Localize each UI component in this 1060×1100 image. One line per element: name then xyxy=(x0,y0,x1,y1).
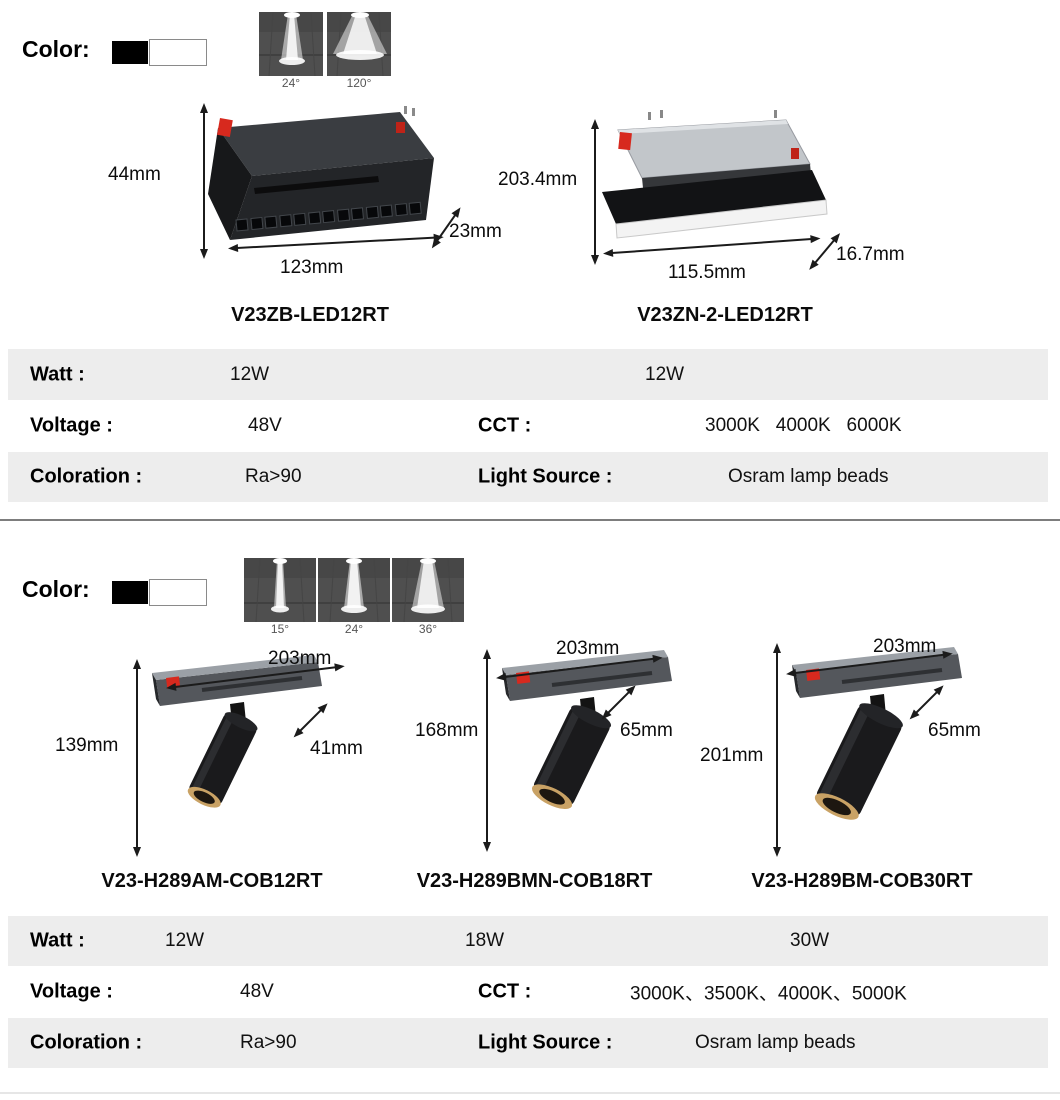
beam-angle-label: 15° xyxy=(270,622,290,636)
height-dim-label: 168mm xyxy=(415,720,479,741)
cct-label: CCT : xyxy=(478,414,532,437)
product-name: V23-H289AM-COB12RT xyxy=(101,870,323,892)
depth-dim-label: 41mm xyxy=(310,738,363,759)
product-image-h289bmn xyxy=(502,650,672,810)
red-switch xyxy=(618,132,632,151)
product-name: V23ZN-2-LED12RT xyxy=(637,304,813,326)
spec-row-coloration-source: Coloration : Ra>90 Light Source : Osram … xyxy=(8,1018,1048,1068)
watt-label: Watt : xyxy=(30,929,85,952)
cct-value: 3000K 4000K 6000K xyxy=(705,415,902,436)
color-swatch-white xyxy=(149,39,207,66)
color-swatch-black xyxy=(112,41,148,64)
depth-dim-label: 65mm xyxy=(928,720,981,741)
voltage-label: Voltage : xyxy=(30,414,113,437)
height-dim-label: 44mm xyxy=(108,164,161,185)
spot-head xyxy=(187,712,258,808)
height-dim-arrow xyxy=(590,119,599,265)
voltage-value: 48V xyxy=(240,981,274,1002)
spec-row-watt: Watt : 12W 18W 30W xyxy=(8,916,1048,966)
red-switch xyxy=(217,118,233,137)
watt-label: Watt : xyxy=(30,363,85,385)
depth-dim-label: 23mm xyxy=(449,221,502,242)
spec-row-voltage-cct: Voltage : 48V CCT : 3000K、3500K、4000K、50… xyxy=(8,966,1048,1018)
beam-photo-24deg xyxy=(259,12,323,76)
watt-value: 12W xyxy=(230,363,270,385)
watt-value: 12W xyxy=(165,930,205,951)
coloration-value: Ra>90 xyxy=(240,1032,297,1053)
light-source-value: Osram lamp beads xyxy=(728,466,889,487)
beam-angle-label: 24° xyxy=(344,622,364,636)
beam-photo-120deg xyxy=(327,12,391,76)
beam-photo-36deg xyxy=(392,558,464,622)
watt-value: 12W xyxy=(645,363,685,385)
light-source-label: Light Source : xyxy=(478,465,613,488)
light-source-label: Light Source : xyxy=(478,1031,613,1054)
height-dim-arrow xyxy=(772,643,781,857)
color-label: Color: xyxy=(22,576,90,602)
beam-angle-label: 36° xyxy=(418,622,438,636)
beam-angle-label: 24° xyxy=(281,76,301,90)
product-name: V23ZB-LED12RT xyxy=(231,304,389,326)
voltage-label: Voltage : xyxy=(30,980,113,1003)
spec-row-coloration-source: Coloration : Ra>90 Light Source : Osram … xyxy=(8,452,1048,502)
product-name: V23-H289BMN-COB18RT xyxy=(416,870,653,892)
width-dim-label: 203mm xyxy=(268,648,332,669)
section-divider xyxy=(0,519,1060,521)
width-dim-label: 123mm xyxy=(280,257,344,278)
height-dim-label: 203.4mm xyxy=(498,169,578,190)
depth-dim-label: 65mm xyxy=(620,720,673,741)
lens-row xyxy=(235,201,422,232)
height-dim-arrow xyxy=(199,103,208,259)
beam-photo-24deg xyxy=(318,558,390,622)
height-dim-arrow xyxy=(132,659,141,857)
watt-value: 18W xyxy=(465,930,505,951)
spot-head xyxy=(814,703,903,820)
color-swatch-white xyxy=(149,579,207,606)
width-dim-label: 203mm xyxy=(873,636,937,657)
coloration-value: Ra>90 xyxy=(245,466,302,487)
beam-angle-label: 120° xyxy=(346,76,372,90)
spec-row-voltage-cct: Voltage : 48V CCT : 3000K 4000K 6000K xyxy=(8,400,1048,452)
beam-photo-15deg xyxy=(244,558,316,622)
height-dim-arrow xyxy=(482,649,491,852)
color-swatch-black xyxy=(112,581,148,604)
light-source-value: Osram lamp beads xyxy=(695,1032,856,1053)
height-dim-label: 201mm xyxy=(700,745,764,766)
voltage-value: 48V xyxy=(248,415,282,436)
product-image-v23zb xyxy=(208,106,434,240)
width-dim-label: 115.5mm xyxy=(668,262,746,283)
cct-value: 3000K、3500K、4000K、5000K xyxy=(630,983,907,1005)
watt-value: 30W xyxy=(790,930,830,951)
coloration-label: Coloration : xyxy=(30,465,143,488)
spec-row-watt: Watt : 12W 12W xyxy=(8,349,1048,400)
bottom-divider xyxy=(0,1092,1060,1094)
spot-head xyxy=(531,705,612,810)
product-image-v23zn xyxy=(602,110,828,239)
color-label: Color: xyxy=(22,36,90,62)
coloration-label: Coloration : xyxy=(30,1031,143,1054)
product-name: V23-H289BM-COB30RT xyxy=(751,870,973,892)
depth-dim-label: 16.7mm xyxy=(836,244,905,265)
height-dim-label: 139mm xyxy=(55,735,119,756)
width-dim-label: 203mm xyxy=(556,638,620,659)
cct-label: CCT : xyxy=(478,980,532,1003)
product-image-h289bm xyxy=(792,647,962,820)
